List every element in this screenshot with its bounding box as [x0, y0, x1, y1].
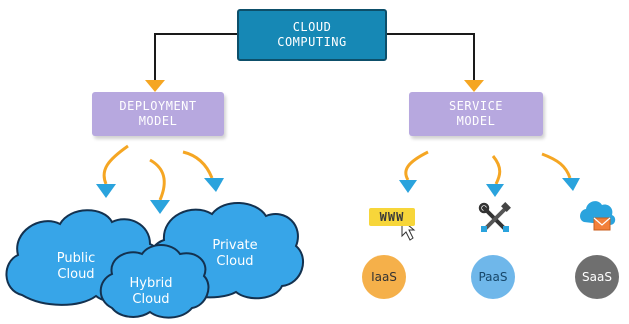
saas-label: SaaS	[582, 270, 612, 284]
iaas-label: IaaS	[371, 270, 397, 284]
connector-deployment	[154, 33, 237, 84]
saas-circle: SaaS	[575, 255, 619, 299]
private-line2: Cloud	[216, 254, 254, 269]
public-line2: Cloud	[57, 267, 95, 282]
deployment-line2: MODEL	[138, 114, 178, 128]
deployment-model-node: DEPLOYMENT MODEL	[92, 92, 224, 136]
arrow-iaas	[404, 150, 429, 181]
tools-icon	[478, 202, 511, 232]
public-line1: Public	[56, 251, 96, 266]
deployment-line1: DEPLOYMENT	[119, 99, 197, 113]
root-line1: CLOUD	[292, 20, 332, 34]
arrowhead-paas	[486, 184, 504, 197]
service-line1: SERVICE	[448, 99, 504, 113]
hybrid-cloud-shape	[99, 244, 210, 319]
cloud-mail-icon	[580, 201, 616, 231]
public-cloud-label: Public Cloud	[44, 251, 108, 283]
service-model-node: SERVICE MODEL	[409, 92, 543, 136]
arrowhead-hybrid	[150, 200, 170, 214]
arrow-private	[182, 150, 214, 179]
hybrid-cloud-label: Hybrid Cloud	[120, 276, 182, 308]
hybrid-line2: Cloud	[132, 292, 170, 307]
cloud-computing-node: CLOUD COMPUTING	[237, 9, 387, 61]
arrowhead-deployment	[145, 80, 165, 92]
arrow-paas	[491, 155, 502, 185]
service-line2: MODEL	[456, 114, 496, 128]
arrow-hybrid	[149, 158, 166, 201]
private-line1: Private	[212, 238, 258, 253]
arrowhead-public	[96, 184, 116, 198]
root-line2: COMPUTING	[277, 35, 347, 49]
hybrid-line1: Hybrid	[129, 276, 173, 291]
arrowhead-saas	[562, 178, 580, 191]
private-cloud-label: Private Cloud	[200, 238, 270, 270]
arrowhead-iaas	[399, 180, 417, 193]
arrowhead-service	[464, 80, 484, 92]
www-icon: WWW	[369, 208, 415, 226]
paas-label: PaaS	[478, 270, 508, 284]
arrow-saas	[541, 152, 572, 179]
arrowhead-private	[204, 178, 224, 192]
iaas-circle: IaaS	[362, 255, 406, 299]
connector-service	[387, 33, 475, 84]
paas-circle: PaaS	[471, 255, 515, 299]
arrow-public	[102, 144, 129, 185]
www-text: WWW	[379, 210, 405, 224]
